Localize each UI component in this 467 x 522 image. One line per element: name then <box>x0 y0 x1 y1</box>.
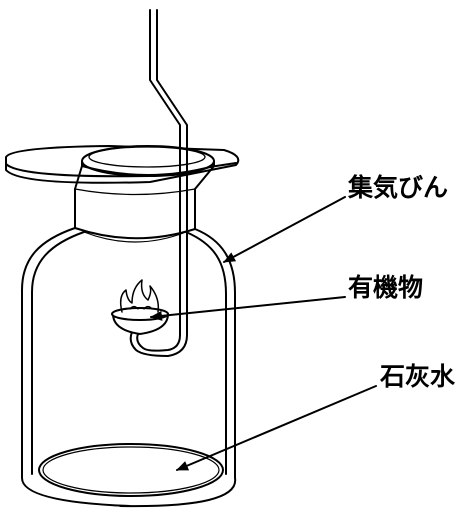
flame <box>119 279 160 313</box>
jar-inner-wall <box>31 231 227 475</box>
limewater-leader <box>176 385 377 471</box>
label-limewater: 石灰水 <box>380 362 456 391</box>
jar-lid <box>5 145 240 184</box>
limewater-surface <box>38 443 224 497</box>
label-jar: 集気びん <box>348 173 449 202</box>
organic-leader <box>150 296 346 321</box>
spoon-wire <box>136 9 181 352</box>
label-organic-matter: 有機物 <box>348 273 424 302</box>
jar-neck-base <box>74 227 196 240</box>
jar-outer-wall <box>21 188 237 508</box>
jar-leader <box>223 196 346 263</box>
